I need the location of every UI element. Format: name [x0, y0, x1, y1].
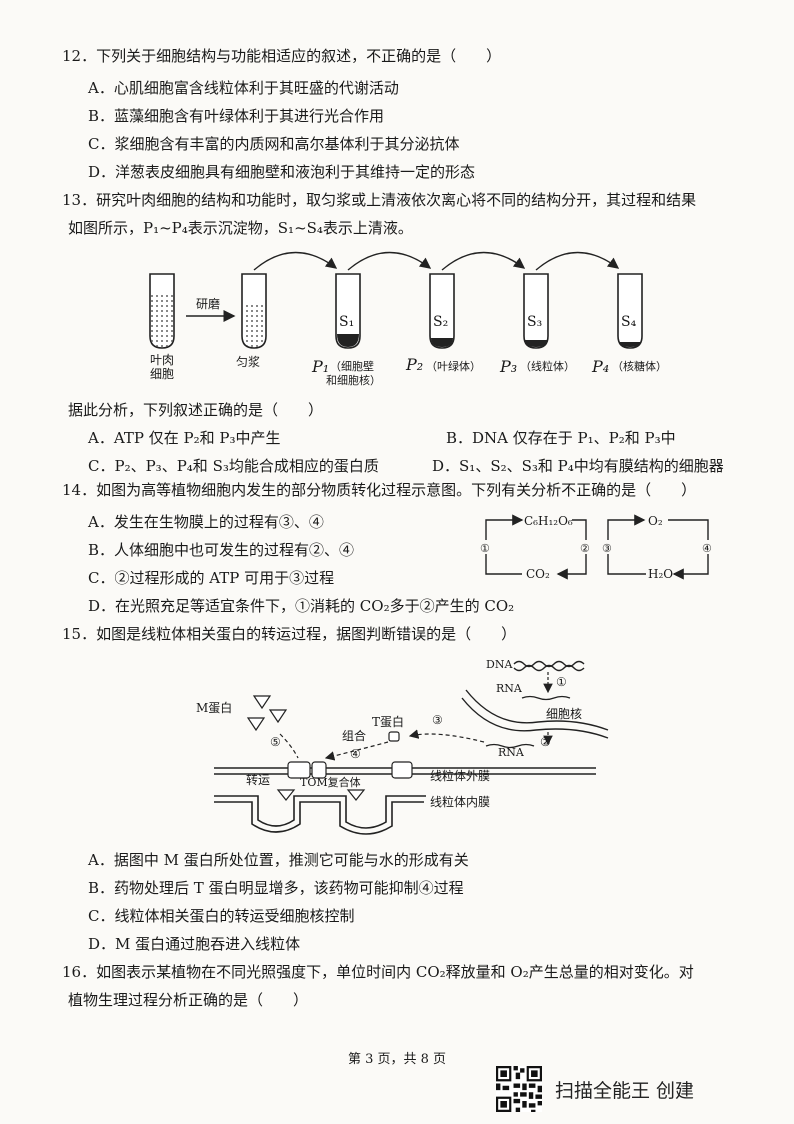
q12-option-c: C．浆细胞含有丰富的内质网和高尔基体利于其分泌抗体: [88, 135, 460, 153]
q13-option-d: D．S₁、S₂、S₃和 P₄中均有膜结构的细胞器: [432, 457, 724, 475]
q15-option-c: C．线粒体相关蛋白的转运受细胞核控制: [88, 907, 355, 925]
q13-centrifuge-figure: 叶肉 细胞 研磨 匀浆 S₁ S₂ S₃ S₄ P₁ （细胞壁 和细胞核） P₂…: [149, 251, 667, 387]
dna-label: DNA: [486, 658, 513, 671]
outer-membrane-label: 线粒体外膜: [430, 768, 490, 783]
homogenate-label: 匀浆: [236, 354, 260, 369]
grind-label: 研磨: [196, 297, 220, 311]
q13-option-a: A．ATP 仅在 P₂和 P₃中产生: [88, 429, 281, 447]
q15-option-b: B．药物处理后 T 蛋白明显增多，该药物可能抑制④过程: [88, 879, 464, 897]
page-number: 第 3 页，共 8 页: [347, 1052, 447, 1067]
q14-stem: 14．如图为高等植物细胞内发生的部分物质转化过程示意图。下列有关分析不正确的是（…: [62, 481, 697, 499]
q13-stem-line1: 13．研究叶肉细胞的结构和功能时，取匀浆或上清液依次离心将不同的结构分开，其过程…: [62, 191, 697, 209]
combine-label: 组合: [342, 728, 366, 743]
step-1-label: ①: [556, 675, 567, 689]
p2-label: P₂: [405, 355, 423, 374]
step-2-label: ②: [580, 542, 590, 555]
step-3-label: ③: [602, 542, 612, 555]
q16-stem-line1: 16．如图表示某植物在不同光照强度下，单位时间内 CO₂释放量和 O₂产生总量的…: [62, 963, 694, 981]
step-4-label: ④: [350, 747, 361, 761]
tom-complex-label: TOM复合体: [300, 775, 361, 789]
p4-desc: （核糖体）: [612, 359, 667, 373]
s1-label: S₁: [339, 314, 354, 330]
co2-label: CO₂: [526, 567, 550, 581]
step-3-label: ③: [432, 713, 443, 727]
tube-s4: S₄: [617, 273, 643, 349]
p1-label: P₁: [311, 357, 329, 376]
tube-homogenate: [241, 273, 267, 349]
q13-stem-line2: 如图所示，P₁~P₄表示沉淀物，S₁~S₄表示上清液。: [68, 219, 413, 237]
q12-option-a: A．心肌细胞富含线粒体利于其旺盛的代谢活动: [88, 79, 399, 97]
q13-option-b: B．DNA 仅存在于 P₁、P₂和 P₃中: [446, 429, 676, 447]
q14-option-d: D．在光照充足等适宜条件下，①消耗的 CO₂多于②产生的 CO₂: [88, 597, 515, 615]
rna-label-2: RNA: [498, 746, 525, 759]
p2-desc: （叶绿体）: [426, 359, 481, 373]
tube-s3: S₃: [523, 273, 549, 349]
p4-label: P₄: [591, 357, 609, 376]
step-2-label: ②: [540, 735, 551, 749]
tube-s1: S₁: [335, 273, 361, 349]
m-protein-label: M蛋白: [196, 700, 232, 715]
s2-label: S₂: [433, 314, 448, 330]
scanner-watermark: 扫描全能王 创建: [555, 1080, 695, 1102]
glucose-label: C₆H₁₂O₆: [524, 514, 573, 528]
s4-label: S₄: [621, 314, 637, 330]
nucleus-label: 细胞核: [546, 707, 582, 721]
q14-option-c: C．②过程形成的 ATP 可用于③过程: [88, 569, 335, 587]
inner-membrane-label: 线粒体内膜: [430, 794, 490, 809]
rna-label-1: RNA: [496, 682, 523, 695]
tube-s2: S₂: [429, 273, 455, 349]
p1-desc-2: 和细胞核）: [326, 373, 381, 387]
cell-label-1: 叶肉: [150, 353, 174, 367]
q16-stem-line2: 植物生理过程分析正确的是（ ）: [68, 991, 309, 1009]
q13-option-c: C．P₂、P₃、P₄和 S₃均能合成相应的蛋白质: [88, 457, 379, 475]
step-5-label: ⑤: [270, 735, 281, 749]
o2-label: O₂: [648, 514, 663, 528]
q14-cycle-figure: C₆H₁₂O₆ CO₂ ① ② O₂ H₂O ③ ④: [480, 514, 714, 581]
h2o-label: H₂O: [648, 567, 673, 581]
step-1-label: ①: [480, 542, 490, 555]
q15-stem: 15．如图是线粒体相关蛋白的转运过程，据图判断错误的是（ ）: [62, 625, 517, 643]
q12-option-d: D．洋葱表皮细胞具有细胞壁和液泡利于其维持一定的形态: [88, 163, 476, 181]
q13-stem-line3: 据此分析，下列叙述正确的是（ ）: [68, 401, 324, 419]
q14-option-b: B．人体细胞中也可发生的过程有②、④: [88, 541, 355, 559]
cell-label-2: 细胞: [150, 367, 174, 381]
q12-option-b: B．蓝藻细胞含有叶绿体利于其进行光合作用: [88, 107, 385, 125]
q14-option-a: A．发生在生物膜上的过程有③、④: [88, 513, 324, 531]
p1-desc-1: （细胞壁: [330, 359, 374, 373]
p3-desc: （线粒体）: [520, 359, 575, 373]
p3-label: P₃: [499, 357, 517, 376]
qr-code-icon: [496, 1066, 542, 1112]
s3-label: S₃: [527, 314, 542, 330]
q15-option-a: A．据图中 M 蛋白所处位置，推测它可能与水的形成有关: [88, 851, 469, 869]
step-4-label: ④: [702, 542, 712, 555]
tube-leaf-cells: [149, 273, 175, 349]
q15-option-d: D．M 蛋白通过胞吞进入线粒体: [88, 935, 301, 953]
q15-protein-transport-figure: DNA ① RNA 细胞核 ② RNA ③ T蛋白 组合 ④ M蛋白 ⑤ 转运 …: [196, 658, 609, 835]
t-protein-label: T蛋白: [372, 714, 404, 729]
q12-stem: 12．下列关于细胞结构与功能相适应的叙述，不正确的是（ ）: [62, 47, 502, 65]
transport-label: 转运: [246, 772, 270, 787]
